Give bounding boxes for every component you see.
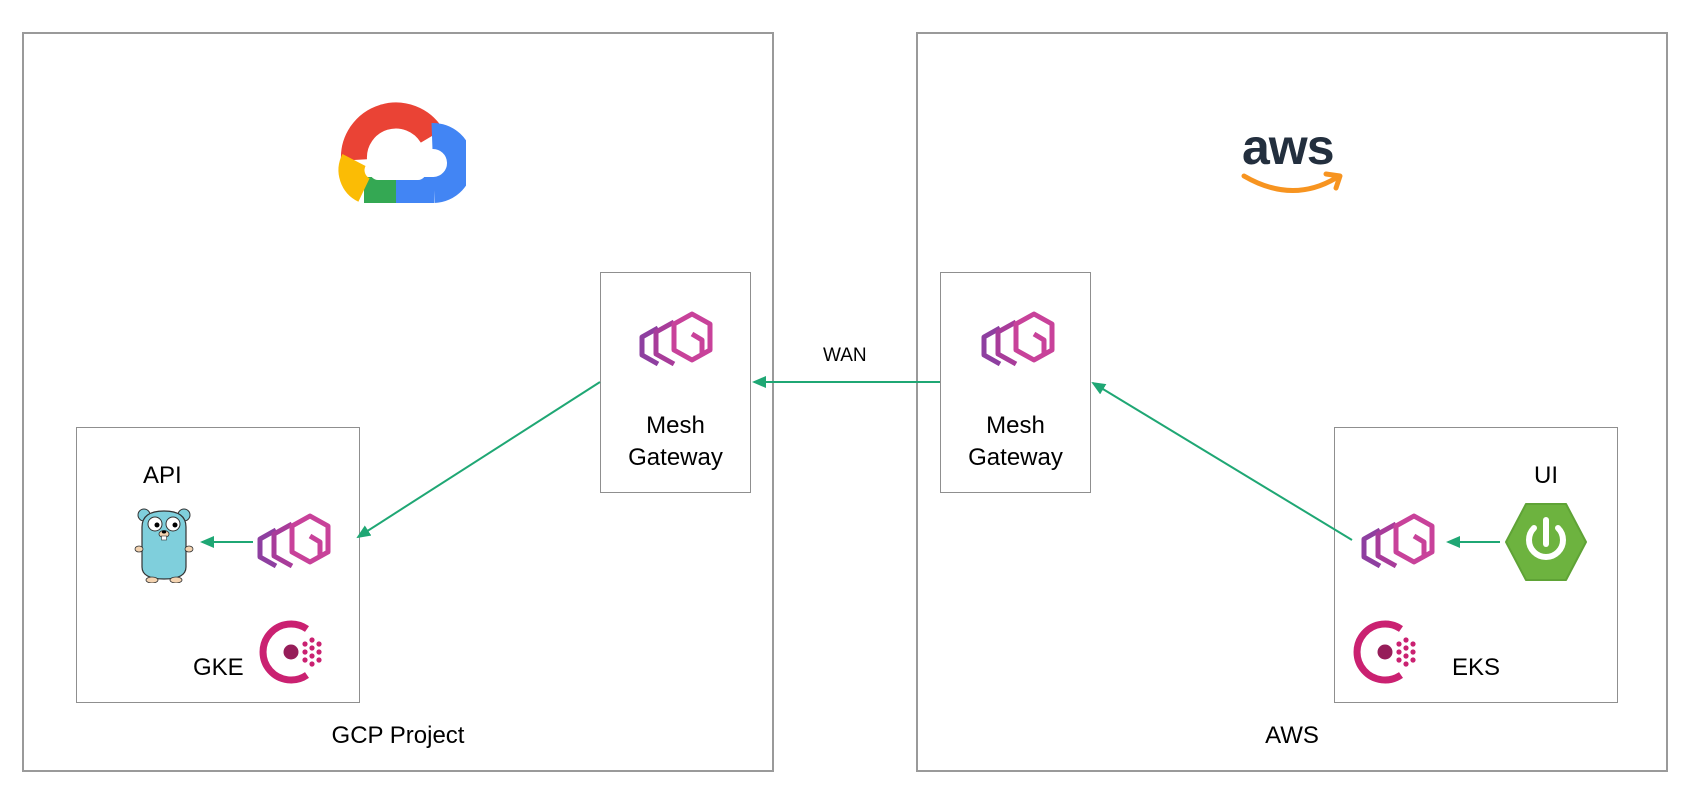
envoy-icon — [1361, 513, 1435, 569]
eks-cluster-label: EKS — [1452, 654, 1501, 681]
api-service-label: API — [143, 462, 182, 489]
wan-label: WAN — [823, 345, 867, 366]
gcp-mesh-gateway-box — [600, 272, 751, 493]
consul-icon — [1353, 620, 1416, 684]
ui-service-label: UI — [1534, 462, 1558, 489]
aws-logo: aws — [1238, 118, 1348, 198]
spring-power-icon — [1505, 503, 1587, 581]
aws-logo-text: aws — [1242, 119, 1335, 175]
arrow-gcp-gateway-to-sidecar — [356, 381, 601, 539]
envoy-icon — [257, 513, 331, 569]
aws-mesh-gateway-box — [940, 272, 1091, 493]
envoy-icon — [981, 311, 1055, 367]
gcp-gateway-label-line2: Gateway — [628, 444, 723, 471]
arrow-eks-sidecar-to-gateway — [1091, 381, 1353, 541]
aws-region-label: AWS — [1265, 722, 1319, 749]
aws-gateway-label-line2: Gateway — [968, 444, 1063, 471]
gcp-gateway-label-line1: Mesh — [646, 412, 705, 439]
aws-gateway-label-line1: Mesh — [986, 412, 1045, 439]
gke-cluster-label: GKE — [193, 654, 244, 681]
consul-icon — [259, 620, 322, 684]
gopher-icon — [134, 508, 194, 583]
gcp-region-label: GCP Project — [331, 722, 465, 749]
aws-smile-icon — [1241, 171, 1343, 193]
google-cloud-logo — [338, 102, 466, 203]
envoy-icon — [639, 311, 713, 367]
